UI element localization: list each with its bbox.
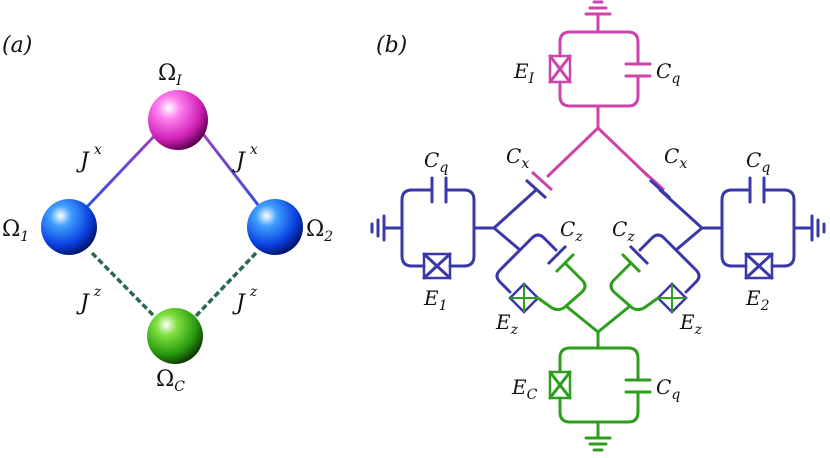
coupling-lower-left-sup: z xyxy=(93,284,102,300)
label-cx-left-main: C xyxy=(506,144,521,168)
label-e-top-sub: I xyxy=(528,71,535,87)
coupling-upper-right-sup: x xyxy=(250,142,258,158)
josephson-junction-left xyxy=(422,252,452,280)
label-cz-right-sub: z xyxy=(626,229,635,245)
circuit-top-qubit xyxy=(546,0,652,178)
josephson-junction-ez-right xyxy=(656,282,688,314)
label-e-left-main: E xyxy=(423,286,439,310)
label-ez-left-main: E xyxy=(495,310,511,334)
label-cq-top-main: C xyxy=(656,59,671,83)
josephson-junction-bottom xyxy=(548,370,572,400)
label-cq-bottom-sub: q xyxy=(671,387,680,403)
coupling-edge-top-left xyxy=(82,128,162,212)
josephson-junction-ez-left xyxy=(508,282,540,314)
panel-a-label: (a) xyxy=(2,33,32,58)
label-ez-right: Ez xyxy=(679,310,703,338)
panel-b-label: (b) xyxy=(376,33,407,58)
label-e-left-sub: 1 xyxy=(439,298,448,314)
josephson-junction-top xyxy=(548,54,572,84)
label-e-left: E1 xyxy=(423,286,448,314)
label-cq-top-sub: q xyxy=(671,71,680,87)
label-e-right-sub: 2 xyxy=(760,298,770,314)
label-cz-left-main: C xyxy=(560,217,575,241)
circuit-bottom-qubit xyxy=(536,262,660,452)
node-bottom-sphere xyxy=(147,308,203,364)
coupling-lower-left-symbol: J xyxy=(76,291,90,316)
label-cx-right-main: C xyxy=(664,144,679,168)
node-top-sub: I xyxy=(175,73,182,89)
node-right-sub: 2 xyxy=(323,229,333,245)
label-cx-left-sub: x xyxy=(521,156,529,172)
coupling-lower-right-sup: z xyxy=(249,284,258,300)
label-cx-left: Cx xyxy=(506,144,529,172)
node-top-symbol: Ω xyxy=(158,61,176,86)
josephson-junction-right xyxy=(744,252,774,280)
label-ez-right-sub: z xyxy=(694,322,703,338)
label-e-right: E2 xyxy=(745,286,770,314)
label-cq-bottom: Cq xyxy=(656,375,680,403)
circuit-right-qubit xyxy=(638,176,826,294)
node-left-symbol: Ω xyxy=(2,217,20,242)
label-cq-top: Cq xyxy=(656,59,680,87)
node-right-symbol: Ω xyxy=(306,217,324,242)
label-cx-right-sub: x xyxy=(679,156,687,172)
node-bottom-sub: C xyxy=(174,379,185,395)
label-cq-left: Cq xyxy=(424,148,448,176)
coupling-edge-bottom-left xyxy=(90,251,158,320)
label-e-bottom: EC xyxy=(511,375,538,403)
label-cq-right-main: C xyxy=(746,148,761,172)
label-cx-right: Cx xyxy=(664,144,687,172)
node-right-label: Ω2 xyxy=(306,217,333,245)
coupling-lower-right-symbol: J xyxy=(232,291,246,316)
node-top-label: ΩI xyxy=(158,61,182,89)
label-cz-left-sub: z xyxy=(574,229,583,245)
coupling-upper-left-sup: x xyxy=(94,142,102,158)
label-ez-right-main: E xyxy=(679,310,695,334)
circuit-left-qubit xyxy=(370,176,558,294)
label-cz-right-main: C xyxy=(612,217,627,241)
node-bottom-label: ΩC xyxy=(156,367,185,395)
label-cq-bottom-main: C xyxy=(656,375,671,399)
node-left-label: Ω1 xyxy=(2,217,29,245)
node-left-sub: 1 xyxy=(20,229,29,245)
label-e-top: EI xyxy=(513,59,535,87)
node-top-sphere xyxy=(148,90,208,150)
label-cq-right-sub: q xyxy=(761,160,770,176)
node-left-sphere xyxy=(41,199,97,255)
label-e-bottom-main: E xyxy=(511,375,527,399)
label-cz-right: Cz xyxy=(612,217,635,245)
label-ez-left-sub: z xyxy=(510,322,519,338)
coupling-edge-bottom-right xyxy=(192,251,258,320)
label-ez-left: Ez xyxy=(495,310,519,338)
label-e-bottom-sub: C xyxy=(527,387,538,403)
label-cz-left: Cz xyxy=(560,217,583,245)
label-cq-right: Cq xyxy=(746,148,770,176)
coupling-edge-top-right xyxy=(198,129,264,211)
coupling-upper-right-symbol: J xyxy=(232,149,246,174)
label-e-right-main: E xyxy=(745,286,761,310)
node-right-sphere xyxy=(247,199,303,255)
node-bottom-symbol: Ω xyxy=(156,367,174,392)
label-cq-left-sub: q xyxy=(439,160,448,176)
label-cq-left-main: C xyxy=(424,148,439,172)
coupling-upper-left-symbol: J xyxy=(76,149,90,174)
label-e-top-main: E xyxy=(513,59,529,83)
